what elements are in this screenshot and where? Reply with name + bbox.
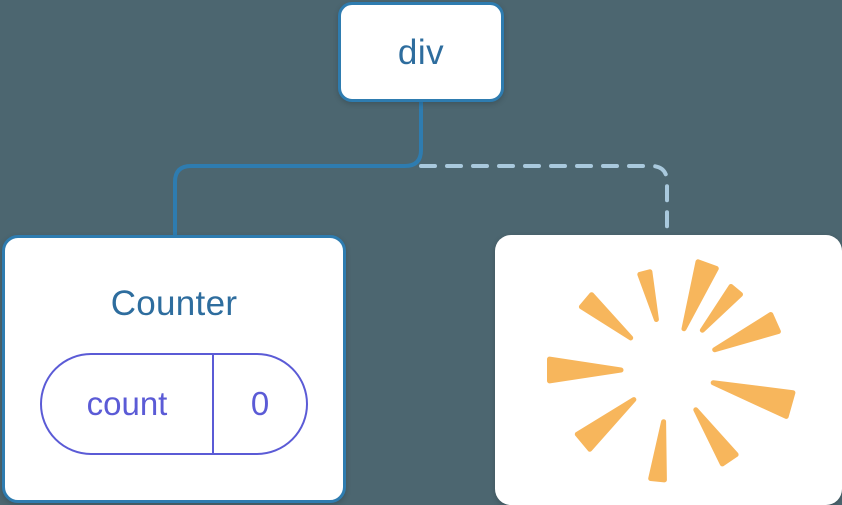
burst-ray-5 bbox=[647, 419, 667, 483]
edge-root-to-counter bbox=[173, 100, 423, 239]
tree-node-rerender-burst[interactable] bbox=[495, 235, 842, 505]
state-value-label: 0 bbox=[250, 385, 270, 422]
burst-ray-9 bbox=[699, 284, 743, 333]
burst-ray-6 bbox=[692, 407, 739, 467]
state-pill-count[interactable]: count 0 bbox=[40, 353, 308, 455]
burst-ray-8 bbox=[711, 312, 781, 353]
burst-ray-7 bbox=[710, 380, 795, 419]
state-key-label: count bbox=[42, 355, 214, 453]
burst-ray-2 bbox=[578, 292, 633, 341]
edge-root-to-burst bbox=[419, 164, 669, 239]
burst-ray-4 bbox=[574, 397, 636, 452]
tree-node-counter[interactable]: Counter count 0 bbox=[2, 235, 346, 503]
burst-ray-0 bbox=[681, 259, 719, 332]
node-label-div: div bbox=[397, 32, 445, 72]
sparkle-burst-icon bbox=[546, 259, 795, 483]
burst-ray-1 bbox=[636, 269, 659, 322]
burst-ray-3 bbox=[546, 356, 623, 384]
tree-node-div[interactable]: div bbox=[338, 2, 504, 102]
node-label-counter: Counter bbox=[110, 284, 238, 323]
